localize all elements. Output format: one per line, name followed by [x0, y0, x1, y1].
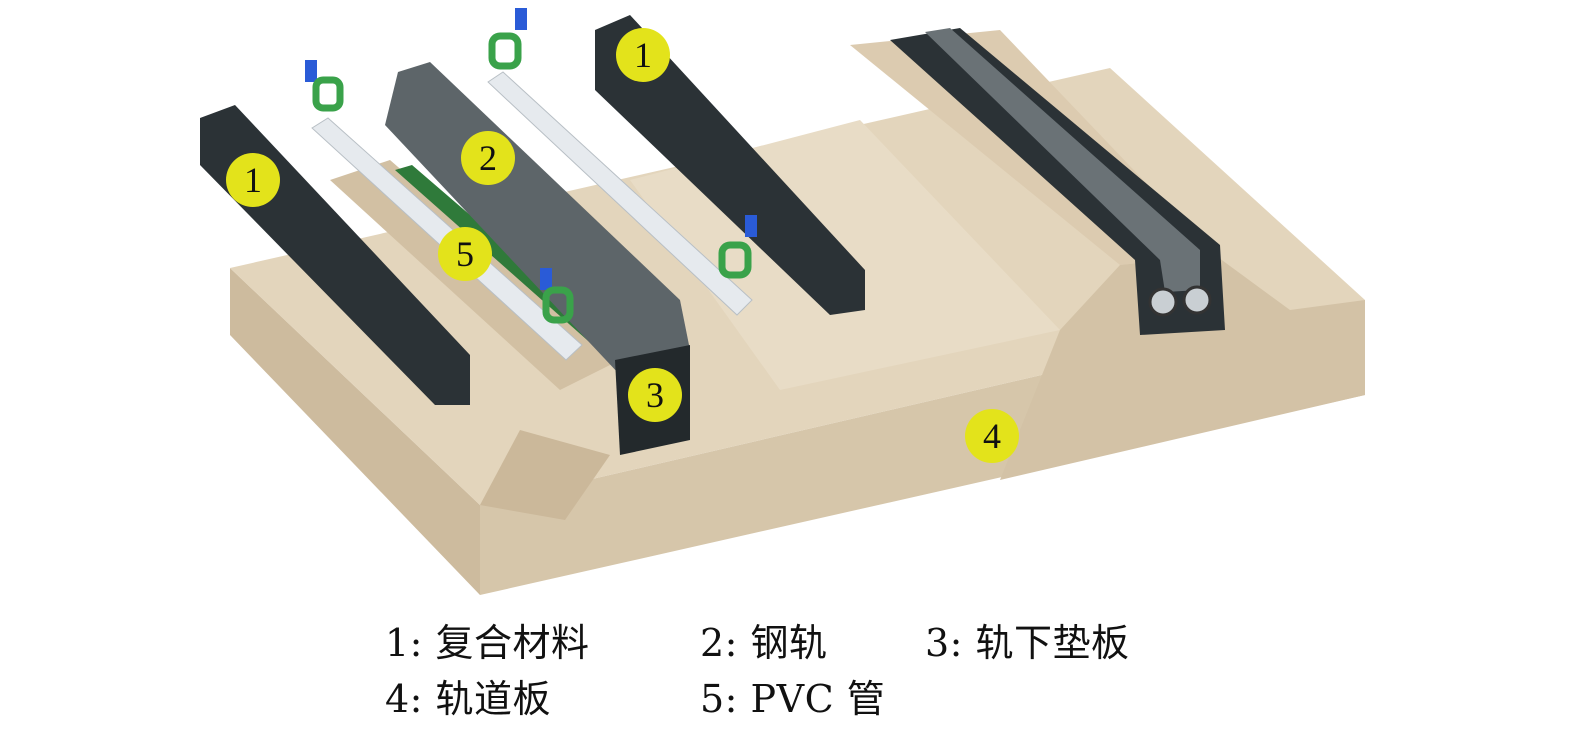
svg-text:1: 1	[634, 35, 652, 75]
composite-rail-right	[595, 15, 865, 315]
legend-item-slab: 4: 轨道板	[385, 677, 552, 721]
svg-text:1: 1	[244, 160, 262, 200]
right-ridge-front	[1000, 255, 1365, 480]
composite-rail-far	[890, 28, 1225, 335]
callout-2: 2	[461, 131, 515, 185]
svg-text:2: 2	[479, 138, 497, 178]
callout-4: 4	[965, 409, 1019, 463]
legend-item-pvc: 5: PVC 管	[700, 677, 886, 721]
slab-left-face	[230, 268, 480, 595]
svg-text:5: 5	[456, 234, 474, 274]
pvc-pipe-right	[487, 71, 753, 316]
callout-1-left: 1	[226, 153, 280, 207]
pvc-pipe-ends	[1148, 285, 1212, 317]
steel-rail	[385, 62, 690, 375]
callout-5: 5	[438, 227, 492, 281]
left-ridge-slope	[480, 430, 610, 520]
callout-1-right: 1	[616, 28, 670, 82]
track-structure-diagram: 1 2 5 3 1 4	[200, 8, 1365, 595]
callout-3: 3	[628, 368, 682, 422]
svg-text:4: 4	[983, 416, 1001, 456]
legend-item-composite: 1: 复合材料	[385, 621, 590, 665]
steel-rail-far	[925, 28, 1200, 292]
legend-item-rail: 2: 钢轨	[700, 621, 828, 665]
legend-item-pad: 3: 轨下垫板	[925, 621, 1130, 665]
fastening-clips	[305, 8, 757, 324]
svg-text:3: 3	[646, 375, 664, 415]
